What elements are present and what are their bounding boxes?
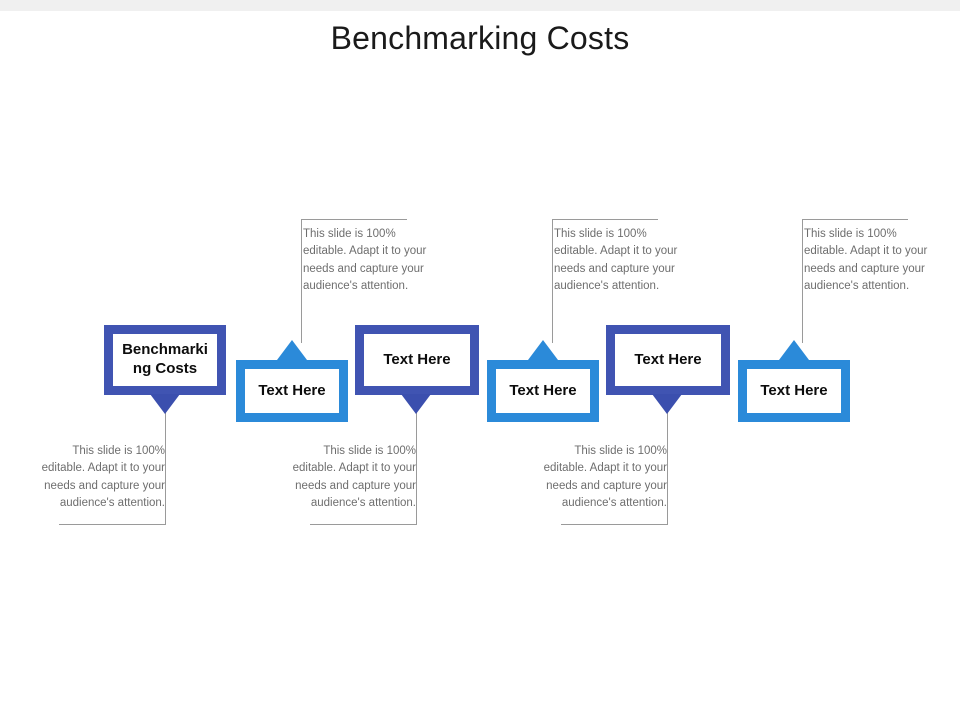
top-gray-strip [0,0,960,11]
caption-bottom-stem-1 [165,403,166,524]
node-label-6: Text Here [760,381,828,399]
node-pointer-down-5 [652,394,682,414]
node-box-3[interactable]: Text Here [355,325,479,395]
caption-top-rule-3 [802,219,908,220]
caption-top-2: This slide is 100% editable. Adapt it to… [554,228,678,293]
caption-top-stem-2 [552,219,553,343]
caption-bottom-stem-2 [416,403,417,524]
caption-bottom-3: This slide is 100% editable. Adapt it to… [543,445,667,510]
node-pointer-down-3 [401,394,431,414]
caption-bottom-rule-1 [59,524,166,525]
node-label-3: Text Here [383,350,451,368]
node-box-5[interactable]: Text Here [606,325,730,395]
node-label-5: Text Here [634,350,702,368]
caption-bottom-rule-3 [561,524,668,525]
page-title: Benchmarking Costs [330,20,630,56]
caption-bottom-2: This slide is 100% editable. Adapt it to… [292,445,416,510]
caption-top-1: This slide is 100% editable. Adapt it to… [303,228,427,293]
node-label-4: Text Here [509,381,577,399]
caption-top-stem-1 [301,219,302,343]
node-box-6[interactable]: Text Here [738,360,850,422]
node-label-2: Text Here [258,381,326,399]
node-box-1[interactable]: Benchmarking Costs [104,325,226,395]
node-pointer-up-2 [277,340,307,360]
caption-bottom-rule-2 [310,524,417,525]
node-box-4[interactable]: Text Here [487,360,599,422]
caption-top-stem-3 [802,219,803,343]
node-pointer-up-6 [779,340,809,360]
caption-top-rule-1 [301,219,407,220]
node-pointer-up-4 [528,340,558,360]
caption-bottom-1: This slide is 100% editable. Adapt it to… [41,445,165,510]
caption-top-rule-2 [552,219,658,220]
node-label-1: Benchmarking Costs [122,341,208,377]
caption-top-3: This slide is 100% editable. Adapt it to… [804,228,928,293]
node-pointer-down-1 [150,394,180,414]
caption-bottom-stem-3 [667,403,668,524]
node-box-2[interactable]: Text Here [236,360,348,422]
